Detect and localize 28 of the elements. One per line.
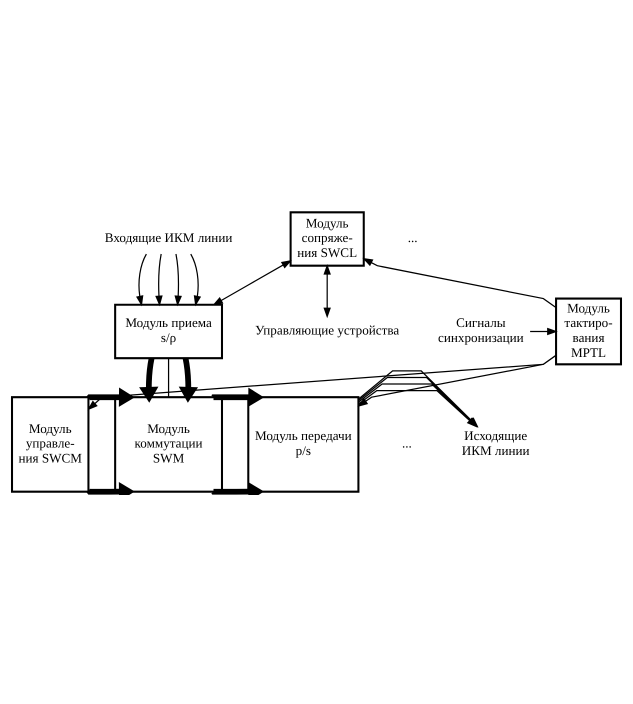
arrow [136,254,147,306]
node-text: Управляющие устройства [255,322,400,338]
arrow [530,328,558,336]
connector [168,358,170,398]
arrow [323,264,331,318]
node-box: Модуль приема s/ρ [114,304,224,360]
node-box: Модуль сопряже- ния SWCL [290,211,365,267]
node-box: Модуль управле- ния SWCM [10,396,90,493]
arrow [155,254,163,306]
label: ... [408,230,418,246]
node-box: Модуль передачи p/s [247,396,360,493]
arrow [87,354,556,410]
node-text: Сигналы синхронизации [438,315,524,345]
node-text: Входящие ИКМ линии [104,230,232,246]
arrow [178,358,198,403]
arrow [190,254,202,306]
arrow [210,482,264,495]
node-box: Модуль тактиро- вания MPTL [555,298,622,366]
label: ... [402,436,412,451]
arrow [174,254,182,306]
arrow [86,388,135,407]
arrow [212,260,292,306]
arrow [210,388,264,407]
node-box: Модуль коммутации SWM [114,396,224,493]
arrow [139,358,158,403]
arrow [362,258,556,308]
arrow [86,482,135,495]
node-text: Исходящие ИКМ линии [462,428,530,458]
